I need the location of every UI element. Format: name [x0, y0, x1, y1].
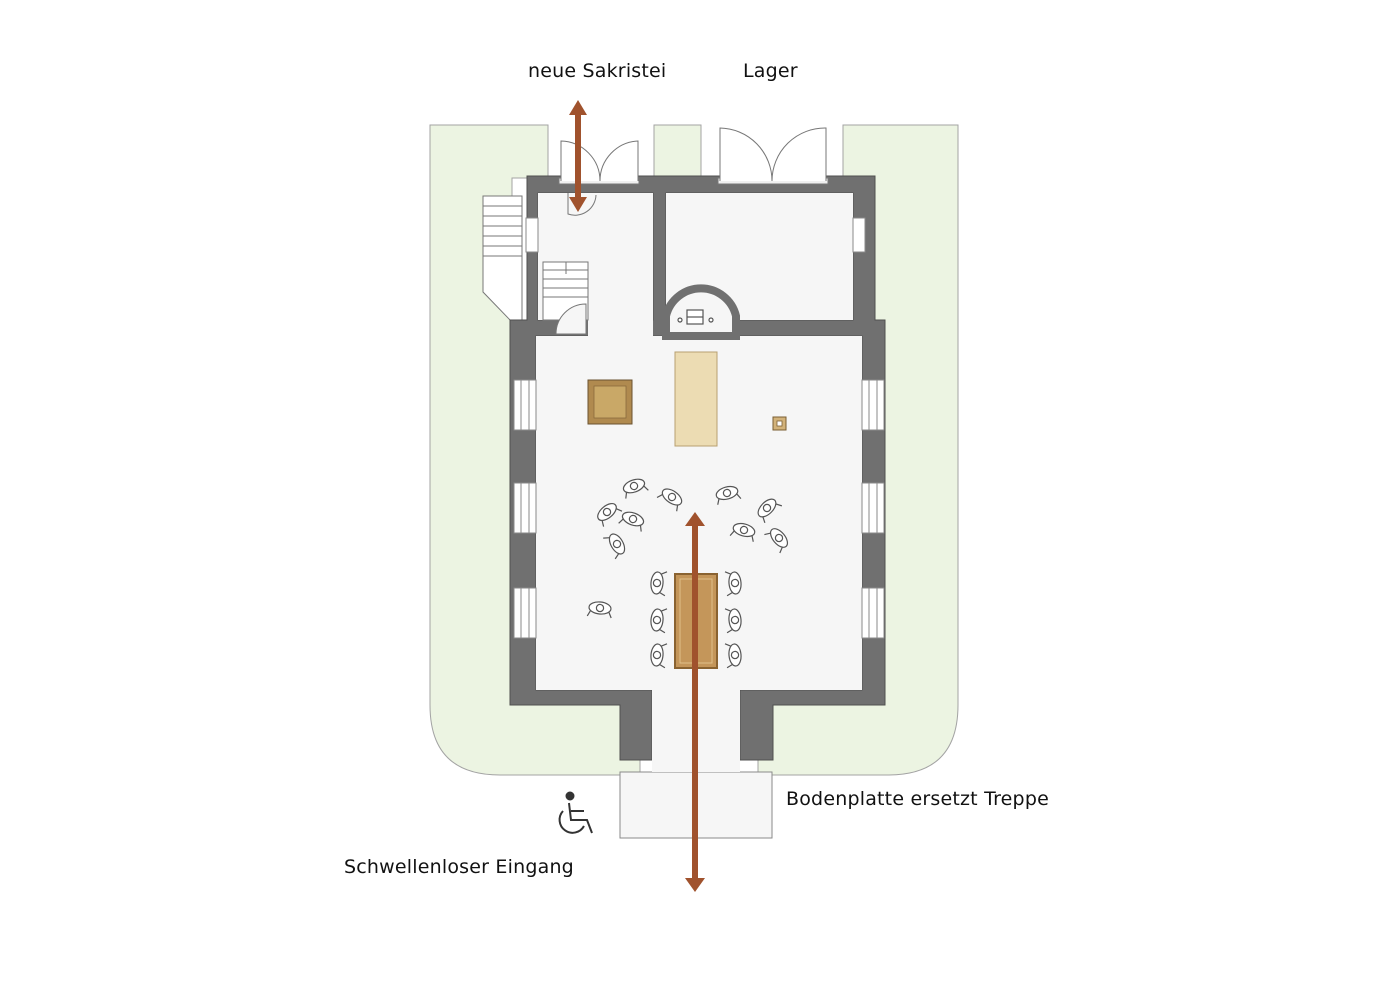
double-arrow-icon — [569, 100, 587, 212]
ambo — [587, 379, 633, 425]
nave-windows — [513, 379, 885, 639]
sacristy-passage — [588, 318, 653, 338]
lawn-middle — [653, 124, 702, 181]
side-windows — [525, 217, 866, 253]
storage-label: Lager — [743, 60, 798, 82]
barrier-free-entrance-label: Schwellenloser Eingang — [344, 856, 574, 878]
wheelchair-icon — [558, 791, 593, 834]
altar — [674, 351, 718, 447]
exterior-stair — [482, 195, 523, 321]
double-arrow-icon — [685, 512, 705, 892]
candle-stand — [772, 416, 787, 431]
tabernacle — [677, 309, 714, 325]
floor-slab-label: Bodenplatte ersetzt Treppe — [786, 788, 1049, 810]
new-sacristy-label: neue Sakristei — [528, 60, 667, 82]
